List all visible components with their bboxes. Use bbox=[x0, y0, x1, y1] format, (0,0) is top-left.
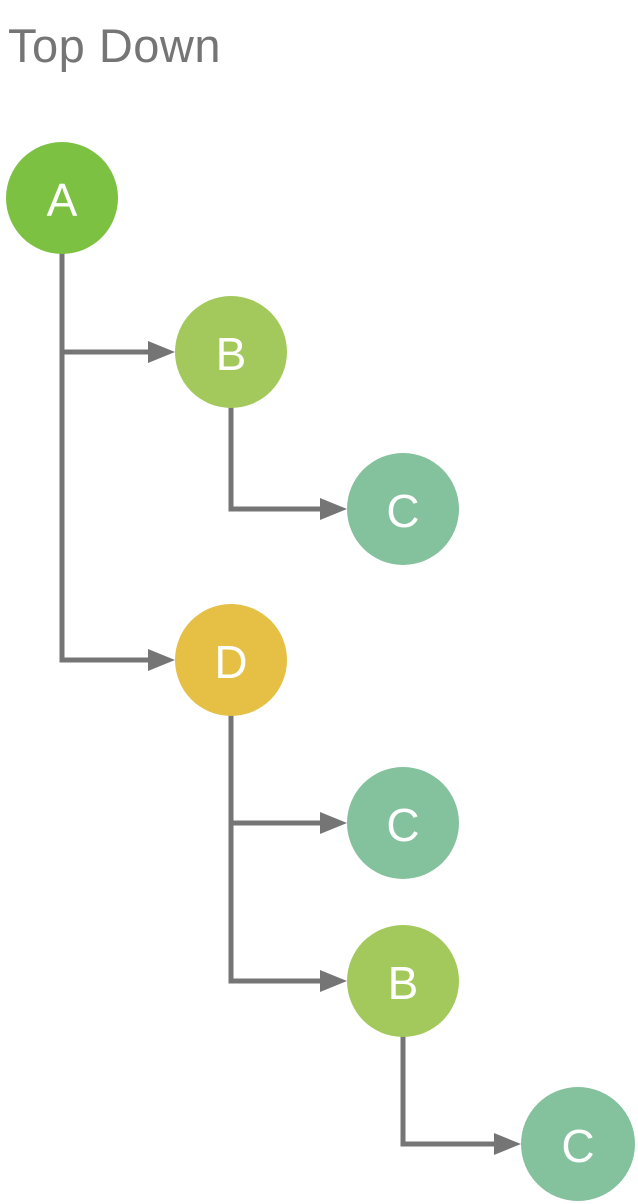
arrowhead-B2-C3 bbox=[494, 1133, 521, 1155]
node-label-C1: C bbox=[386, 485, 419, 537]
edge-B2-C3 bbox=[400, 1035, 497, 1147]
node-circle-C1 bbox=[347, 453, 459, 565]
node-D: D bbox=[175, 604, 287, 716]
arrowhead-A-B1 bbox=[148, 341, 175, 363]
edge-A-B1 bbox=[59, 252, 151, 355]
node-label-A: A bbox=[47, 174, 78, 226]
node-circle-B2 bbox=[347, 925, 459, 1037]
edge-B1-C1 bbox=[228, 406, 323, 512]
node-label-D: D bbox=[214, 636, 247, 688]
node-label-B1: B bbox=[216, 328, 247, 380]
node-C2: C bbox=[347, 767, 459, 879]
diagram-title: Top Down bbox=[8, 19, 221, 72]
node-circle-C3 bbox=[521, 1087, 635, 1201]
arrowhead-A-D bbox=[148, 649, 175, 671]
node-label-C2: C bbox=[386, 799, 419, 851]
node-label-B2: B bbox=[388, 957, 419, 1009]
arrowhead-B1-C1 bbox=[320, 498, 347, 520]
edge-D-C2 bbox=[228, 714, 323, 826]
edge-D-B2 bbox=[228, 714, 323, 984]
node-C1: C bbox=[347, 453, 459, 565]
node-circle-B1 bbox=[175, 296, 287, 408]
edge-A-D bbox=[59, 252, 151, 663]
arrowhead-D-C2 bbox=[320, 812, 347, 834]
arrowhead-D-B2 bbox=[320, 970, 347, 992]
node-A: A bbox=[6, 142, 118, 254]
node-C3: C bbox=[521, 1087, 635, 1201]
node-circle-D bbox=[175, 604, 287, 716]
node-B1: B bbox=[175, 296, 287, 408]
node-label-C3: C bbox=[561, 1120, 594, 1172]
node-circle-A bbox=[6, 142, 118, 254]
node-circle-C2 bbox=[347, 767, 459, 879]
node-B2: B bbox=[347, 925, 459, 1037]
